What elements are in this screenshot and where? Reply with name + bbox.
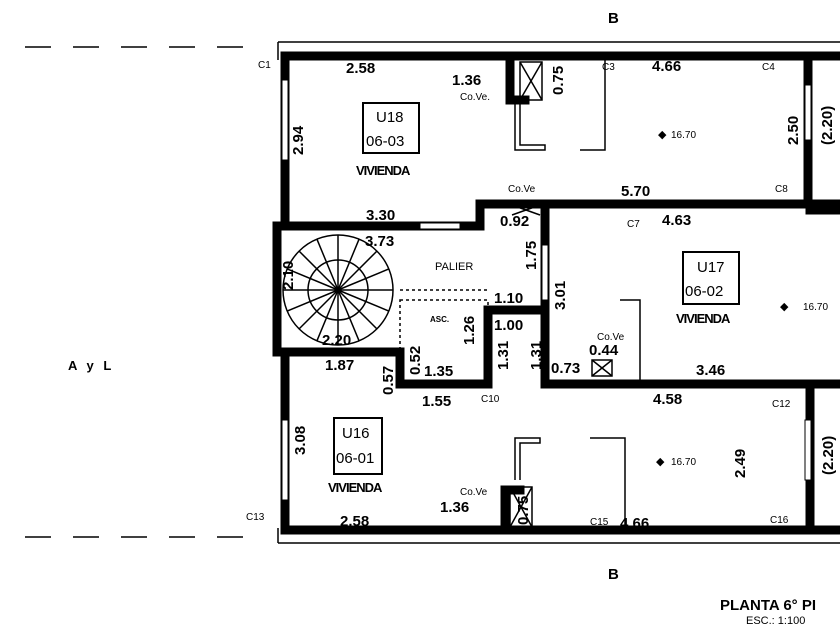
level-value: 16.70 (803, 302, 828, 313)
unit-number: 06-02 (685, 283, 723, 300)
column-label: C12 (772, 399, 791, 410)
vent-label: Co.Ve (597, 332, 625, 343)
level-marker-icon: ◆ (656, 456, 665, 468)
section-mark-top: B (608, 10, 619, 27)
dimension-label: 0.75 (550, 66, 567, 95)
unit-type: VIVIENDA (328, 480, 383, 495)
section-mark-left: A y L (68, 358, 114, 373)
dimension-label: 2.50 (785, 116, 802, 145)
vent-label: Co.Ve (460, 487, 488, 498)
dimension-label: 0.57 (380, 366, 397, 395)
dimension-label: 0.52 (407, 346, 424, 375)
dimension-label: 1.00 (494, 317, 523, 334)
landing-label: PALIER (435, 261, 473, 273)
column-label: C8 (775, 184, 788, 195)
dimension-label: 1.36 (452, 72, 481, 89)
dimension-label: 1.87 (325, 357, 354, 374)
dimension-label: 2.20 (322, 332, 351, 349)
unit-number: 06-01 (336, 450, 374, 467)
level-value: 16.70 (671, 130, 696, 141)
dimension-label: 2.58 (346, 60, 375, 77)
dimension-label: 1.31 (495, 341, 512, 370)
level-marker-icon: ◆ (658, 129, 667, 141)
dimension-label: 1.36 (440, 499, 469, 516)
column-label: C4 (762, 62, 775, 73)
column-label: C3 (602, 62, 615, 73)
dimension-label: 1.75 (523, 241, 540, 270)
vent-label: Co.Ve (508, 184, 536, 195)
dimension-label: 2.58 (340, 513, 369, 530)
dimension-label: 3.08 (292, 426, 309, 455)
stair-tread (316, 238, 339, 291)
level-value: 16.70 (671, 457, 696, 468)
stair-tread (286, 289, 339, 312)
dimension-label: 3.46 (696, 362, 725, 379)
dimension-label: (2.20) (819, 106, 836, 145)
stair-tread (298, 289, 339, 330)
elevator-label: ASC. (430, 315, 449, 324)
column-label: C15 (590, 517, 609, 528)
unit-tag-u17: U17 06-02 VIVIENDA (676, 251, 740, 326)
dimension-label: 1.10 (494, 290, 523, 307)
dimensions: 2.58 1.36 0.75 4.66 2.94 3.30 5.70 2.50 … (280, 58, 837, 532)
stair-tread (337, 289, 390, 312)
column-label: C7 (627, 219, 640, 230)
elevator (399, 289, 489, 385)
stair-tread (337, 289, 378, 330)
unit-type: VIVIENDA (356, 163, 411, 178)
unit-type: VIVIENDA (676, 311, 731, 326)
fixtures (509, 60, 641, 528)
property-lines (25, 41, 840, 544)
stair-tread (337, 250, 378, 291)
unit-code: U16 (342, 425, 370, 442)
dimension-label: 0.73 (551, 360, 580, 377)
stair-tread (337, 268, 390, 291)
dimension-label: 2.10 (280, 261, 297, 290)
plan-scale: ESC.: 1:100 (746, 615, 805, 627)
column-labels: C1 C3 C4 C7 C8 C10 C12 C13 C15 C16 (246, 60, 791, 528)
dimension-label: 0.92 (500, 213, 529, 230)
stair-tread (316, 289, 339, 342)
unit-code: U18 (376, 109, 404, 126)
dimension-label: 4.66 (652, 58, 681, 75)
stair-tread (337, 238, 360, 291)
dimension-label: 0.75 (515, 496, 532, 525)
dimension-label: 1.35 (424, 363, 453, 380)
dimension-label: 4.58 (653, 391, 682, 408)
stair-tread (286, 268, 339, 291)
column-label: C10 (481, 394, 500, 405)
spiral-staircase (282, 234, 394, 346)
dimension-label: 0.44 (589, 342, 619, 359)
dimension-label: 3.01 (552, 281, 569, 310)
level-marker-icon: ◆ (780, 301, 789, 313)
vent-label: Co.Ve. (460, 92, 490, 103)
column-label: C1 (258, 60, 271, 71)
unit-number: 06-03 (366, 133, 404, 150)
dimension-label: 3.30 (366, 207, 395, 224)
dimension-label: 4.63 (662, 212, 691, 229)
dimension-label: 3.73 (365, 233, 394, 250)
dimension-label: 4.66 (620, 515, 649, 532)
unit-code: U17 (697, 259, 725, 276)
dimension-label: 5.70 (621, 183, 650, 200)
stair-tread (337, 289, 360, 342)
dimension-label: (2.20) (820, 436, 837, 475)
section-mark-bottom: B (608, 566, 619, 583)
column-label: C13 (246, 512, 265, 523)
dimension-label: 1.31 (528, 341, 545, 370)
level-markers: ◆ 16.70 ◆ 16.70 ◆ 16.70 (656, 129, 828, 468)
windows (281, 79, 812, 501)
dimension-label: 2.94 (290, 125, 307, 155)
stair-tread (298, 250, 339, 291)
plan-title: PLANTA 6° PI (720, 597, 816, 614)
unit-tag-u16: U16 06-01 VIVIENDA (328, 417, 384, 495)
column-label: C16 (770, 515, 789, 526)
dimension-label: 1.26 (461, 316, 478, 345)
dimension-label: 1.55 (422, 393, 451, 410)
unit-tag-u18: U18 06-03 VIVIENDA (356, 102, 420, 178)
dimension-label: 2.49 (732, 449, 749, 478)
